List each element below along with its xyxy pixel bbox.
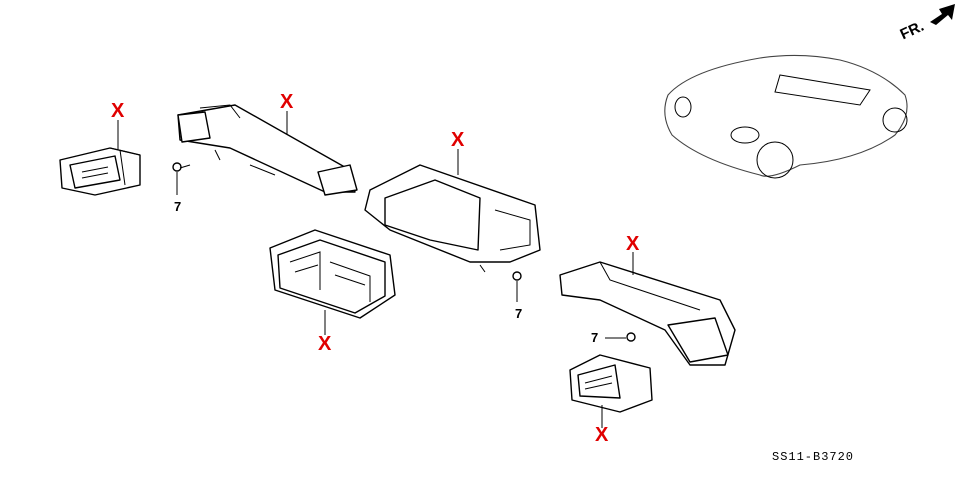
part-marker-x: X xyxy=(280,91,294,113)
front-arrow-icon xyxy=(930,4,955,25)
part-side-vent-right xyxy=(569,354,653,413)
screw-icon xyxy=(172,162,191,195)
screw-ref: 7 xyxy=(515,306,523,321)
part-center-vent xyxy=(269,229,396,319)
drawing-code: SS11-B3720 xyxy=(772,450,855,464)
part-marker-x: X xyxy=(451,129,465,151)
screw-icon xyxy=(605,332,636,342)
part-center-duct xyxy=(364,164,541,273)
part-duct-right xyxy=(559,261,736,366)
part-marker-x: X xyxy=(626,233,640,255)
part-duct-left xyxy=(177,104,358,196)
part-marker-x: X xyxy=(111,100,125,122)
vehicle-outline xyxy=(664,54,908,179)
part-marker-x: X xyxy=(318,333,332,355)
screw-ref: 7 xyxy=(174,199,182,214)
part-marker-x: X xyxy=(595,424,609,446)
part-side-vent-left xyxy=(59,147,141,196)
leader-lines xyxy=(117,111,634,428)
screw-icon xyxy=(512,271,522,302)
screw-ref: 7 xyxy=(591,330,599,345)
